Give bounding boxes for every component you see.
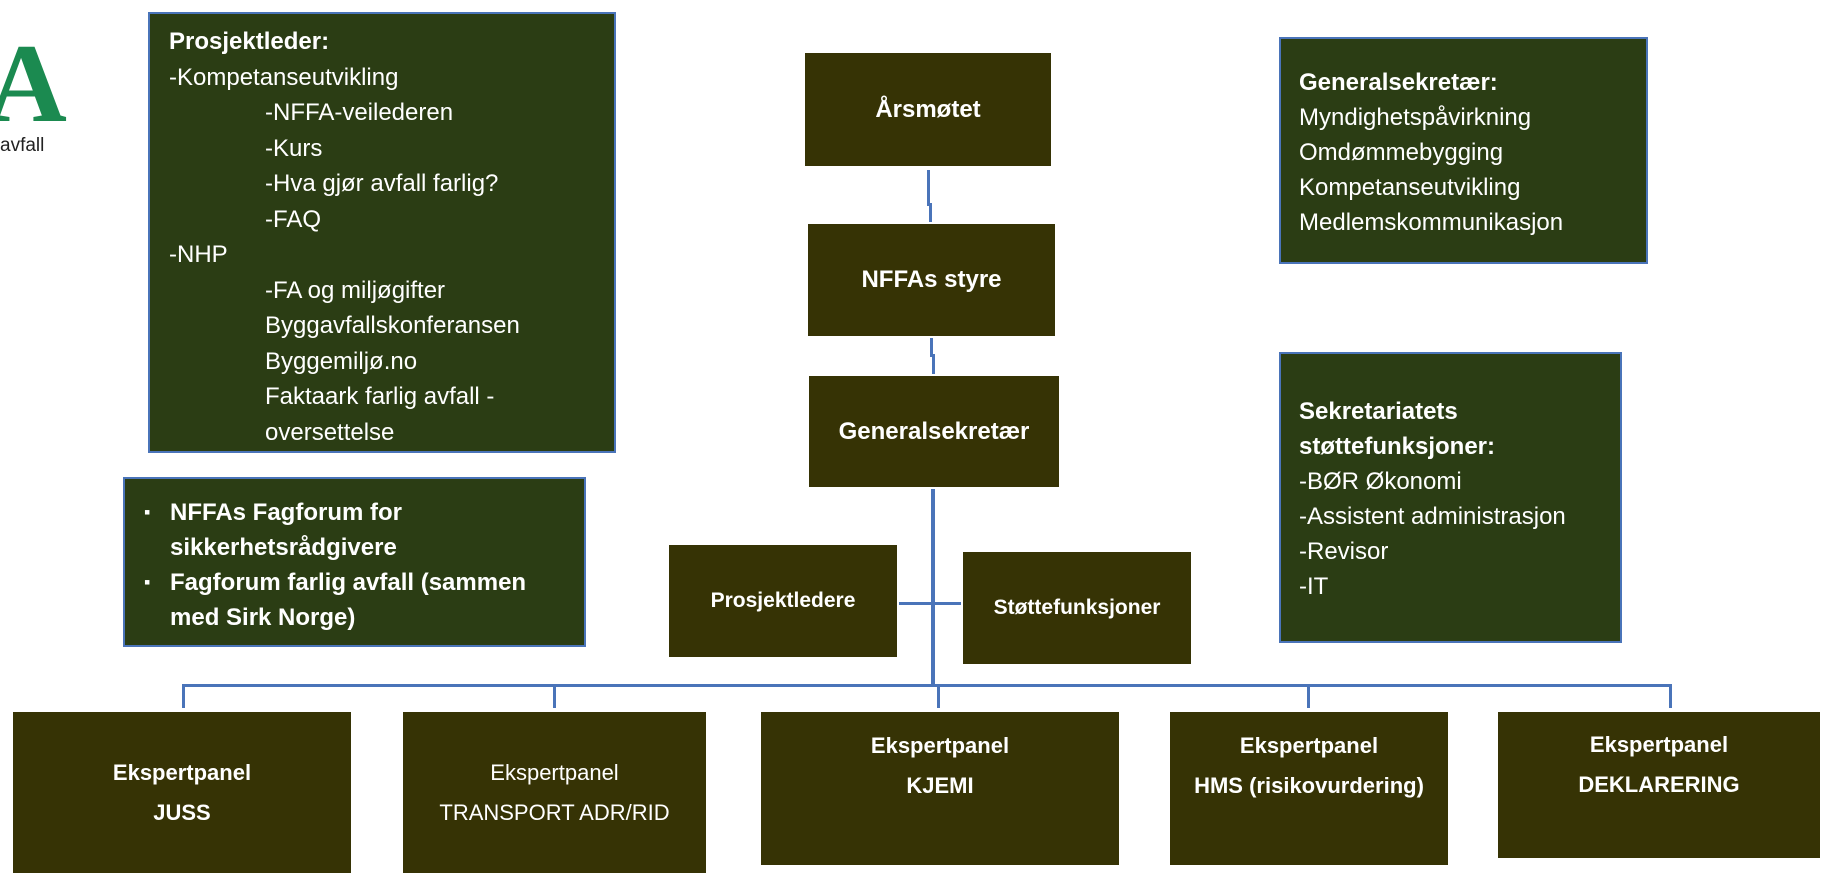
sekretariat-box: Sekretariatets støttefunksjoner: -BØR Øk… — [1279, 352, 1622, 643]
list-item: Kompetanseutvikling — [1299, 174, 1521, 201]
generalsekretaer-label: Generalsekretær — [838, 417, 1030, 445]
connector-line — [935, 602, 961, 605]
connector-horizontal — [182, 684, 1672, 687]
list-item: NFFAs Fagforum for sikkerhetsrådgivere — [130, 495, 564, 565]
project-leader-title: Prosjektleder: — [169, 28, 330, 55]
list-item: oversettelse — [265, 418, 395, 446]
list-item: -NHP — [169, 241, 228, 268]
list-item: -NFFA-veilederen — [265, 99, 454, 126]
panel-transport: Ekspertpanel TRANSPORT ADR/RID — [401, 710, 708, 875]
list-item: -Kompetanseutvikling — [169, 63, 399, 91]
connector-drop — [1307, 684, 1310, 708]
styre-box: NFFAs styre — [806, 222, 1057, 338]
panel-subject: JUSS — [153, 799, 211, 825]
list-item: Medlemskommunikasjon — [1299, 209, 1564, 236]
connector-trunk — [931, 488, 935, 686]
connector-line — [932, 355, 935, 375]
panel-title: Ekspertpanel — [1239, 733, 1379, 758]
prosjektledere-box: Prosjektledere — [667, 543, 899, 659]
aarsmote-box: Årsmøtet — [803, 51, 1053, 168]
connector-line — [929, 204, 932, 222]
connector-line — [930, 338, 933, 356]
gs-duties-title: Generalsekretær: — [1299, 69, 1498, 96]
logo-mark: A — [0, 22, 67, 146]
panel-subject: DEKLARERING — [1578, 772, 1740, 797]
list-item: -FA og miljøgifter — [265, 276, 446, 304]
list-item: -BØR Økonomi — [1299, 468, 1462, 495]
styre-label: NFFAs styre — [861, 266, 1002, 293]
panel-title: Ekspertpanel — [490, 759, 619, 785]
connector-drop — [937, 684, 940, 708]
list-item: Byggemiljø.no — [265, 347, 418, 375]
stottefunksjoner-box: Støttefunksjoner — [961, 550, 1193, 666]
panel-title: Ekspertpanel — [870, 733, 1010, 758]
aarsmote-label: Årsmøtet — [875, 95, 981, 123]
list-item: -Kurs — [265, 134, 323, 162]
list-item: -Hva gjør avfall farlig? — [265, 170, 499, 197]
list-item: -Revisor — [1299, 538, 1389, 565]
list-item: -IT — [1299, 573, 1329, 600]
sekretariat-title: Sekretariatets støttefunksjoner: — [1299, 398, 1496, 460]
generalsekretaer-box: Generalsekretær — [807, 374, 1061, 489]
list-item: -Assistent administrasjon — [1299, 503, 1566, 530]
fagforum-list: NFFAs Fagforum for sikkerhetsrådgivere F… — [130, 495, 564, 635]
connector-line — [898, 602, 932, 605]
connector-drop — [1669, 684, 1672, 708]
connector-drop — [182, 684, 185, 708]
list-item: Omdømmebygging — [1299, 139, 1504, 166]
panel-title: Ekspertpanel — [112, 759, 252, 785]
fagforum-box: NFFAs Fagforum for sikkerhetsrådgivere F… — [123, 477, 586, 647]
prosjektledere-label: Prosjektledere — [710, 589, 856, 612]
list-item: Faktaark farlig avfall - — [265, 383, 495, 410]
list-item: Byggavfallskonferansen — [265, 312, 520, 339]
panel-subject: TRANSPORT ADR/RID — [439, 799, 670, 825]
connector-drop — [553, 684, 556, 708]
stottefunksjoner-label: Støttefunksjoner — [993, 596, 1161, 619]
list-item: -FAQ — [265, 205, 322, 233]
panel-title: Ekspertpanel — [1589, 732, 1729, 757]
list-item: Fagforum farlig avfall (sammen med Sirk … — [130, 565, 564, 635]
panel-deklarering: Ekspertpanel DEKLARERING — [1496, 710, 1822, 860]
connector-line — [927, 170, 930, 204]
logo-text: avfall — [0, 135, 45, 156]
panel-subject: HMS (risikovurdering) — [1194, 773, 1424, 798]
panel-juss: Ekspertpanel JUSS — [11, 710, 353, 875]
list-item: Myndighetspåvirkning — [1299, 104, 1532, 131]
project-leader-box: Prosjektleder: -Kompetanseutvikling -NFF… — [148, 12, 616, 453]
gs-duties-box: Generalsekretær: Myndighetspåvirkning Om… — [1279, 37, 1648, 264]
panel-hms: Ekspertpanel HMS (risikovurdering) — [1168, 710, 1450, 867]
panel-subject: KJEMI — [906, 773, 974, 798]
panel-kjemi: Ekspertpanel KJEMI — [759, 710, 1121, 867]
